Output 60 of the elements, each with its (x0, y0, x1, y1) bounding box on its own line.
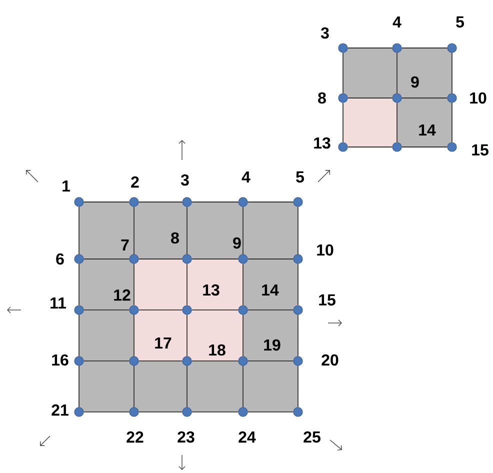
point-number: 8 (318, 92, 326, 104)
grid-line (78, 314, 80, 357)
grid-line (242, 206, 244, 255)
grid-line (186, 206, 188, 255)
point-number: 5 (296, 171, 304, 183)
grid-line (186, 365, 188, 408)
point-number: 15 (472, 144, 488, 156)
grid-line (242, 365, 244, 408)
grid-line (247, 258, 294, 260)
grid-line (396, 102, 398, 143)
grid-line (347, 146, 393, 148)
point-number: 24 (238, 431, 256, 443)
grid-line (186, 314, 188, 357)
grid-line (242, 263, 244, 306)
grid-line (242, 314, 244, 357)
point-number: 13 (203, 284, 220, 296)
point-number: 25 (304, 431, 320, 443)
point-number: 5 (456, 16, 464, 28)
grid-line (191, 258, 239, 260)
point-number: 1 (62, 180, 70, 192)
point-number: 15 (319, 294, 336, 306)
grid-line (83, 360, 130, 362)
point-number: 22 (126, 431, 144, 443)
point-number: 20 (322, 354, 338, 366)
point-number: 17 (155, 337, 172, 348)
grid-line (186, 263, 188, 306)
grid-line (78, 263, 80, 306)
grid-line (138, 360, 183, 362)
point-number: 4 (392, 16, 402, 28)
point-number: 9 (233, 237, 241, 249)
grid-line (342, 52, 344, 94)
point-number: 19 (264, 339, 280, 351)
point-number: 3 (320, 27, 329, 39)
point-number: 11 (50, 297, 66, 308)
grid-line (191, 360, 239, 362)
grid-line (247, 360, 294, 362)
point-number: 18 (209, 344, 226, 356)
point-number: 8 (171, 232, 179, 244)
point-number: 14 (262, 284, 279, 296)
grid-line (342, 102, 344, 143)
grid-line (396, 52, 398, 94)
grid-line (78, 365, 80, 408)
grid-line (138, 258, 183, 260)
grid-line (83, 258, 130, 260)
grid-line (401, 146, 448, 148)
point-number: 14 (419, 124, 436, 136)
point-number: 6 (56, 253, 64, 265)
point-number: 9 (411, 76, 419, 88)
point-number: 16 (52, 354, 68, 366)
point-number: 4 (242, 171, 250, 182)
point-number: 13 (314, 137, 330, 149)
grid-line (78, 206, 80, 255)
point-number: 10 (317, 244, 334, 256)
point-number: 7 (121, 239, 129, 250)
point-number: 23 (178, 431, 194, 443)
point-number: 10 (470, 92, 486, 104)
point-number: 21 (52, 404, 68, 416)
point-number: 2 (131, 176, 139, 188)
point-number: 12 (114, 289, 130, 301)
point-number: 3 (180, 174, 189, 186)
